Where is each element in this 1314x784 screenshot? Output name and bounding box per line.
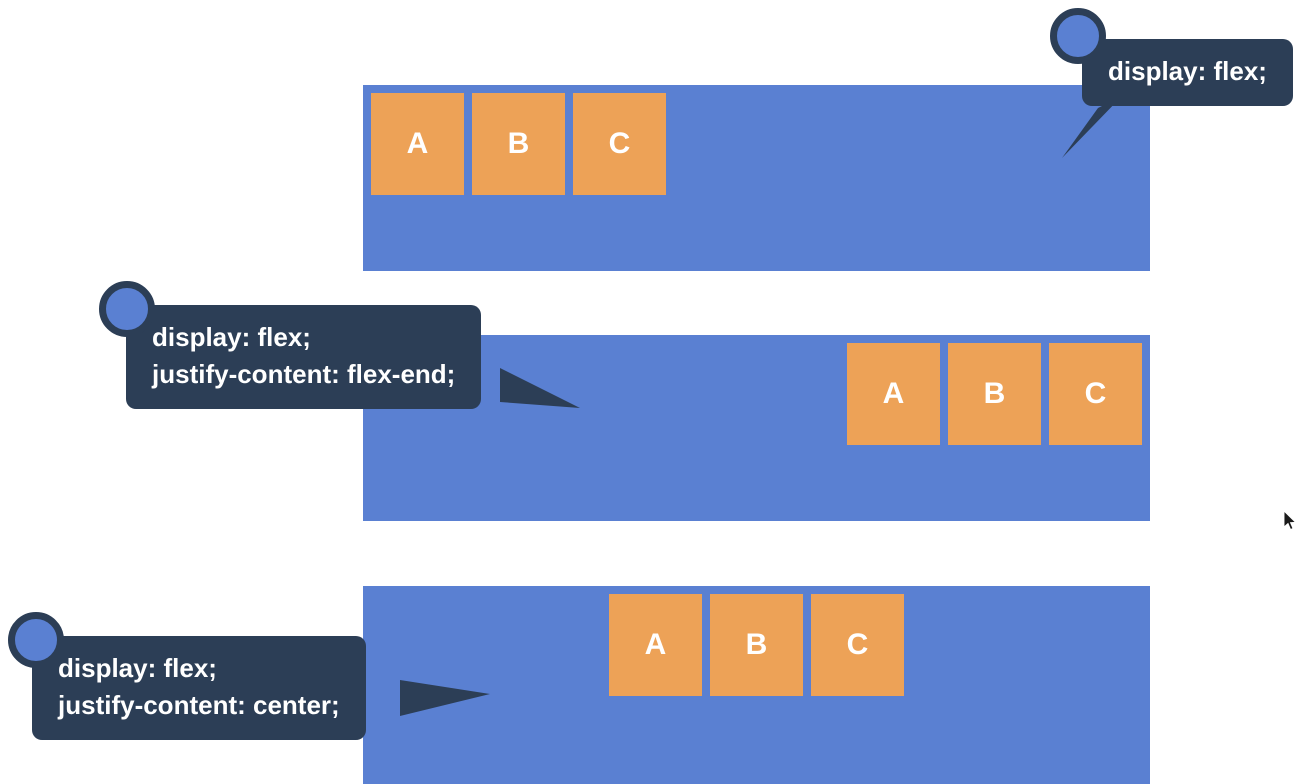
flex-item-box: C	[1049, 343, 1142, 445]
flex-item-label: B	[745, 628, 768, 661]
flex-item-label: C	[1084, 377, 1107, 410]
callout-bubble: display: flex; justify-content: center;	[32, 636, 366, 740]
callout-anchor-dot-icon	[1050, 8, 1106, 64]
flex-item-label: A	[644, 628, 667, 661]
flex-item-box: B	[948, 343, 1041, 445]
callout-bubble: display: flex;	[1082, 39, 1293, 106]
callout-code-line: justify-content: center;	[58, 689, 340, 720]
flex-container-flex-start: A B C	[363, 85, 1150, 271]
flex-item-box: A	[847, 343, 940, 445]
callout-anchor-dot-icon	[8, 612, 64, 668]
mouse-pointer-icon	[1284, 511, 1297, 531]
callout-tail-icon	[500, 368, 580, 408]
callout-tail-icon	[400, 680, 490, 716]
callout-bubble: display: flex; justify-content: flex-end…	[126, 305, 482, 409]
flex-item-box: A	[371, 93, 464, 195]
flex-item-box: C	[811, 594, 904, 696]
flex-item-label: C	[846, 628, 869, 661]
flex-item-label: A	[882, 377, 905, 410]
callout-tail-icon	[1062, 96, 1122, 158]
flex-item-box: B	[710, 594, 803, 696]
callout-code-line: justify-content: flex-end;	[152, 358, 456, 389]
flex-item-label: B	[983, 377, 1006, 410]
flex-item-box: A	[609, 594, 702, 696]
callout-code-line: display: flex;	[152, 322, 311, 352]
callout-anchor-dot-icon	[99, 281, 155, 337]
flex-item-box: B	[472, 93, 565, 195]
flex-item-box: C	[573, 93, 666, 195]
flex-item-label: C	[608, 127, 631, 160]
flex-item-label: B	[507, 127, 530, 160]
flex-container-center: A B C	[363, 586, 1150, 784]
flex-item-label: A	[406, 127, 429, 160]
flex-container-flex-end: A B C	[363, 335, 1150, 521]
callout-code-line: display: flex;	[1108, 56, 1267, 86]
callout-code-line: display: flex;	[58, 653, 217, 683]
